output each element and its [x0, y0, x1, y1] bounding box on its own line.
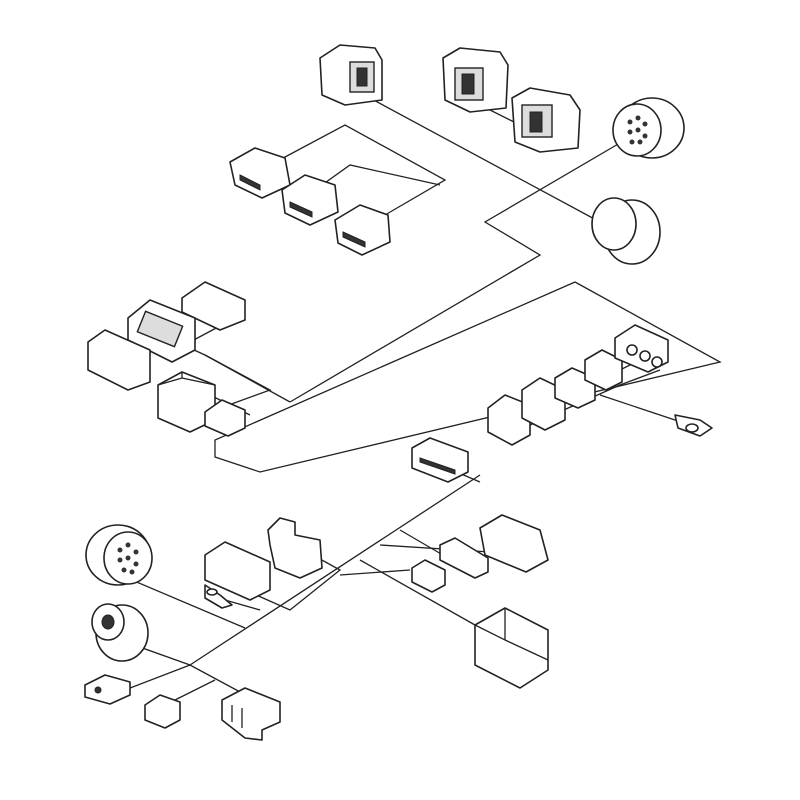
header-connector-top-right — [511, 87, 581, 153]
round-connector-top — [612, 97, 685, 159]
connector-left-3 — [87, 329, 151, 391]
inline-connector-bottom — [204, 541, 271, 601]
round-connector-bottom — [85, 524, 153, 586]
large-connector-right — [479, 514, 549, 573]
inline-plug-bottom-left — [84, 674, 131, 705]
sealed-connector-2 — [281, 174, 339, 226]
round-cap-top — [591, 197, 661, 265]
inline-connector-small — [439, 537, 489, 579]
fuse-holder — [91, 603, 149, 662]
ring-terminal-bottom — [204, 584, 233, 609]
inline-connector-group — [487, 324, 669, 446]
sealed-connector-3 — [334, 204, 391, 256]
plug-small — [411, 559, 446, 593]
header-connector-top-middle — [442, 47, 509, 113]
sealed-connector-1 — [229, 147, 291, 199]
sealed-connector-bottom — [267, 517, 323, 579]
header-connector-top-left — [319, 44, 383, 106]
ring-terminal — [674, 414, 713, 437]
small-connector-left — [204, 399, 246, 437]
small-plug-bottom — [144, 694, 181, 729]
header-connector-center — [411, 437, 469, 483]
socket-bottom-right — [474, 607, 549, 689]
terminal-block-bottom — [221, 687, 281, 741]
